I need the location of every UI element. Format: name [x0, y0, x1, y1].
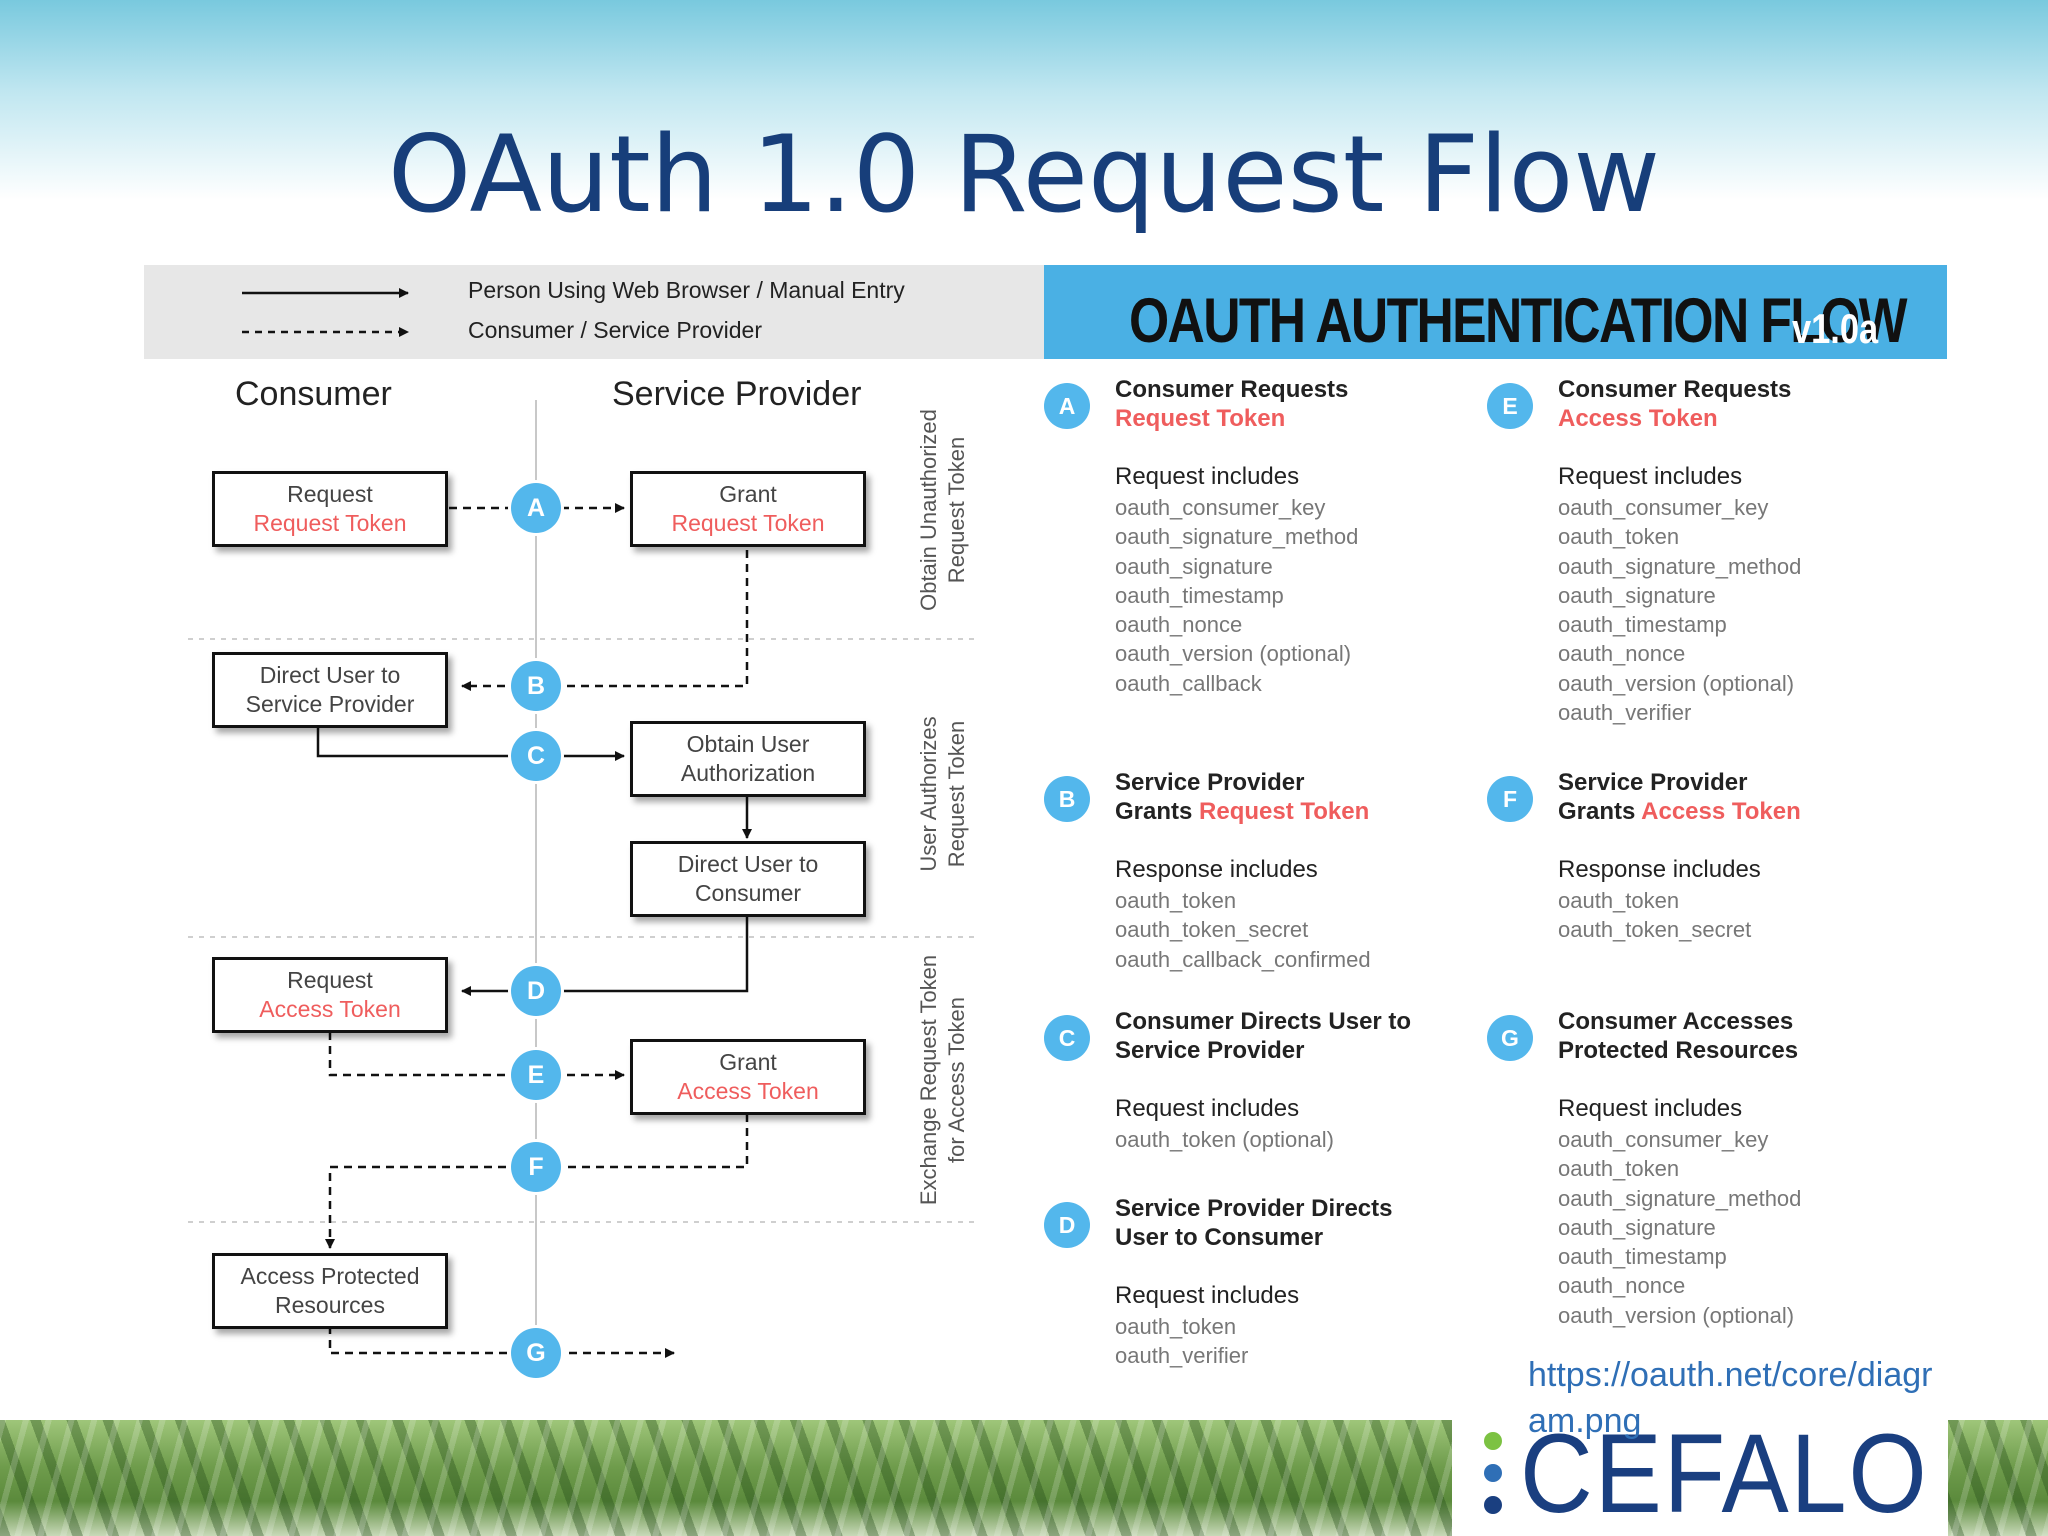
- list-item: oauth_nonce: [1558, 641, 1686, 667]
- list-item: oauth_verifier: [1115, 1343, 1249, 1369]
- banner-band: [1044, 265, 1947, 359]
- header-gradient: [0, 0, 2048, 200]
- cefalo-logo: CEFALO: [1520, 1411, 1929, 1536]
- step-badge-e: E: [511, 1050, 561, 1100]
- step-badge-c: C: [511, 731, 561, 781]
- detail-title-b: Service Provider Grants Request Token: [1115, 769, 1370, 825]
- oauth-flow-figure: Person Using Web Browser / Manual Entry …: [144, 265, 1947, 1395]
- list-item: oauth_verifier: [1558, 700, 1692, 726]
- list-item: oauth_signature_method: [1115, 524, 1359, 550]
- detail-list-f: oauth_token oauth_token_secret: [1558, 886, 1751, 945]
- detail-list-a: oauth_consumer_key oauth_signature_metho…: [1115, 493, 1358, 698]
- banner-title: OAUTH AUTHENTICATION FLOW: [1129, 286, 1907, 356]
- list-item: oauth_timestamp: [1558, 612, 1727, 638]
- list-item: oauth_token_secret: [1558, 917, 1752, 943]
- detail-sub-b: Response includes: [1115, 856, 1318, 883]
- logo-dot-blue: [1484, 1464, 1502, 1482]
- detail-title-f: Service Provider Grants Access Token: [1558, 769, 1801, 825]
- slide-title: OAuth 1.0 Request Flow: [387, 113, 1661, 236]
- detail-sub-a: Request includes: [1115, 463, 1300, 490]
- detail-list-b: oauth_token oauth_token_secret oauth_cal…: [1115, 886, 1371, 974]
- detail-badge-d: D: [1044, 1202, 1090, 1248]
- list-item: oauth_timestamp: [1115, 582, 1284, 608]
- consumer-column-heading: Consumer: [235, 375, 392, 413]
- provider-column-heading: Service Provider: [612, 375, 862, 413]
- logo-background: [1452, 1420, 1948, 1536]
- list-item: oauth_signature_method: [1558, 1185, 1802, 1211]
- detail-badge-g: G: [1487, 1015, 1533, 1061]
- list-item: oauth_signature: [1558, 1214, 1716, 1240]
- detail-list-c: oauth_token (optional): [1115, 1125, 1334, 1154]
- list-item: oauth_signature_method: [1558, 553, 1802, 579]
- legend-solid-label: Person Using Web Browser / Manual Entry: [468, 277, 905, 303]
- list-item: oauth_consumer_key: [1115, 495, 1326, 520]
- legend-band: [144, 265, 1044, 359]
- list-item: oauth_token (optional): [1115, 1127, 1334, 1152]
- step-badge-b: B: [511, 661, 561, 711]
- banner-version: v1.0a: [1792, 305, 1879, 352]
- list-item: oauth_callback_confirmed: [1115, 946, 1371, 972]
- list-item: oauth_token: [1558, 524, 1680, 550]
- step-badge-g: G: [511, 1328, 561, 1378]
- list-item: oauth_callback: [1115, 670, 1262, 696]
- list-item: oauth_version (optional): [1558, 1302, 1795, 1328]
- list-item: oauth_consumer_key: [1558, 495, 1769, 520]
- step-badge-f: F: [511, 1142, 561, 1192]
- list-item: oauth_version (optional): [1558, 670, 1795, 696]
- detail-list-d: oauth_token oauth_verifier: [1115, 1312, 1248, 1371]
- source-link[interactable]: https://oauth.net/core/diagram.png: [1528, 1356, 1933, 1440]
- list-item: oauth_token_secret: [1115, 917, 1309, 943]
- detail-sub-e: Request includes: [1558, 463, 1743, 490]
- list-item: oauth_version (optional): [1115, 641, 1352, 667]
- detail-sub-f: Response includes: [1558, 856, 1761, 883]
- detail-badge-c: C: [1044, 1015, 1090, 1061]
- list-item: oauth_consumer_key: [1558, 1127, 1769, 1152]
- detail-badge-e: E: [1487, 383, 1533, 429]
- step-badge-a: A: [511, 483, 561, 533]
- list-item: oauth_signature: [1558, 582, 1716, 608]
- logo-dot-navy: [1484, 1496, 1502, 1514]
- list-item: oauth_signature: [1115, 553, 1273, 579]
- list-item: oauth_timestamp: [1558, 1244, 1727, 1270]
- list-item: oauth_nonce: [1115, 612, 1243, 638]
- list-item: oauth_nonce: [1558, 1273, 1686, 1299]
- detail-sub-d: Request includes: [1115, 1282, 1300, 1309]
- list-item: oauth_token: [1558, 1156, 1680, 1182]
- detail-badge-f: F: [1487, 776, 1533, 822]
- legend-dashed-label: Consumer / Service Provider: [468, 317, 762, 343]
- logo-dot-green: [1484, 1432, 1502, 1450]
- detail-sub-g: Request includes: [1558, 1095, 1743, 1122]
- detail-sub-c: Request includes: [1115, 1095, 1300, 1122]
- step-badge-d: D: [511, 966, 561, 1016]
- list-item: oauth_token: [1115, 1314, 1237, 1339]
- list-item: oauth_token: [1558, 888, 1680, 913]
- detail-badge-b: B: [1044, 776, 1090, 822]
- detail-list-g: oauth_consumer_key oauth_token oauth_sig…: [1558, 1125, 1801, 1330]
- detail-badge-a: A: [1044, 383, 1090, 429]
- list-item: oauth_token: [1115, 888, 1237, 913]
- detail-list-e: oauth_consumer_key oauth_token oauth_sig…: [1558, 493, 1801, 727]
